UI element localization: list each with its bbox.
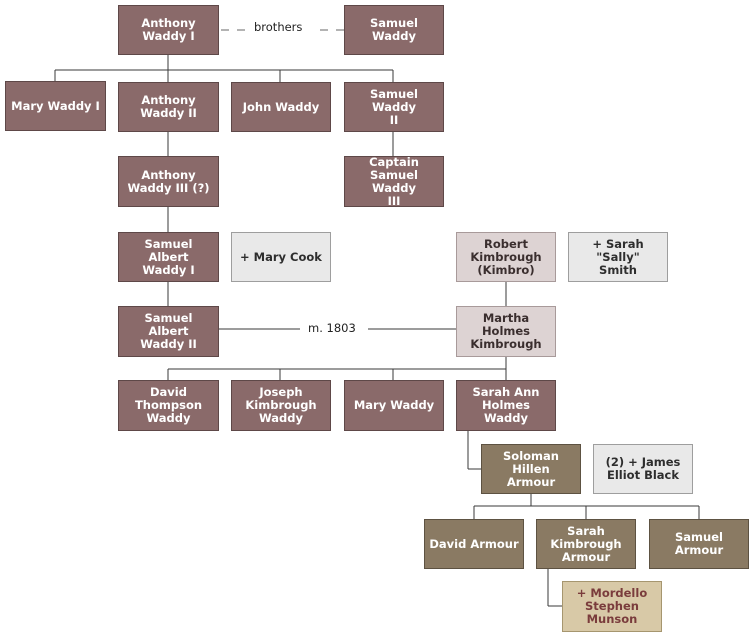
person-samuel-waddy[interactable]: Samuel Waddy <box>344 5 444 55</box>
person-david-armour[interactable]: David Armour <box>424 519 524 569</box>
person-john-waddy[interactable]: John Waddy <box>231 82 331 132</box>
person-samuel-albert-waddy-2[interactable]: Samuel Albert Waddy II <box>118 306 219 357</box>
spouse-sarah-sally-smith[interactable]: + Sarah "Sally" Smith <box>568 232 668 282</box>
person-robert-kimbrough[interactable]: Robert Kimbrough (Kimbro) <box>456 232 556 282</box>
person-samuel-albert-waddy-1[interactable]: Samuel Albert Waddy I <box>118 232 219 282</box>
brothers-label: brothers <box>250 20 307 34</box>
person-captain-samuel-waddy-3[interactable]: Captain Samuel Waddy III <box>344 155 444 207</box>
person-soloman-hillen-armour[interactable]: Soloman Hillen Armour <box>481 444 581 494</box>
person-joseph-kimbrough-waddy[interactable]: Joseph Kimbrough Waddy <box>231 380 331 431</box>
spouse-james-elliot-black[interactable]: (2) + James Elliot Black <box>593 444 693 494</box>
person-mary-waddy-1[interactable]: Mary Waddy I <box>5 81 106 131</box>
person-anthony-waddy-1[interactable]: Anthony Waddy I <box>118 5 219 55</box>
person-martha-holmes-kimbrough[interactable]: Martha Holmes Kimbrough <box>456 306 556 357</box>
person-anthony-waddy-3[interactable]: Anthony Waddy III (?) <box>118 156 219 207</box>
person-sarah-kimbrough-armour[interactable]: Sarah Kimbrough Armour <box>536 519 636 569</box>
person-anthony-waddy-2[interactable]: Anthony Waddy II <box>118 82 219 132</box>
person-mary-waddy[interactable]: Mary Waddy <box>344 380 444 431</box>
person-samuel-armour[interactable]: Samuel Armour <box>649 519 749 569</box>
marriage-label: m. 1803 <box>304 321 360 335</box>
spouse-mary-cook[interactable]: + Mary Cook <box>231 232 331 282</box>
spouse-mordello-stephen-munson[interactable]: + Mordello Stephen Munson <box>562 581 662 632</box>
person-david-thompson-waddy[interactable]: David Thompson Waddy <box>118 380 219 431</box>
person-sarah-ann-holmes-waddy[interactable]: Sarah Ann Holmes Waddy <box>456 380 556 431</box>
person-samuel-waddy-2[interactable]: Samuel Waddy II <box>344 82 444 132</box>
